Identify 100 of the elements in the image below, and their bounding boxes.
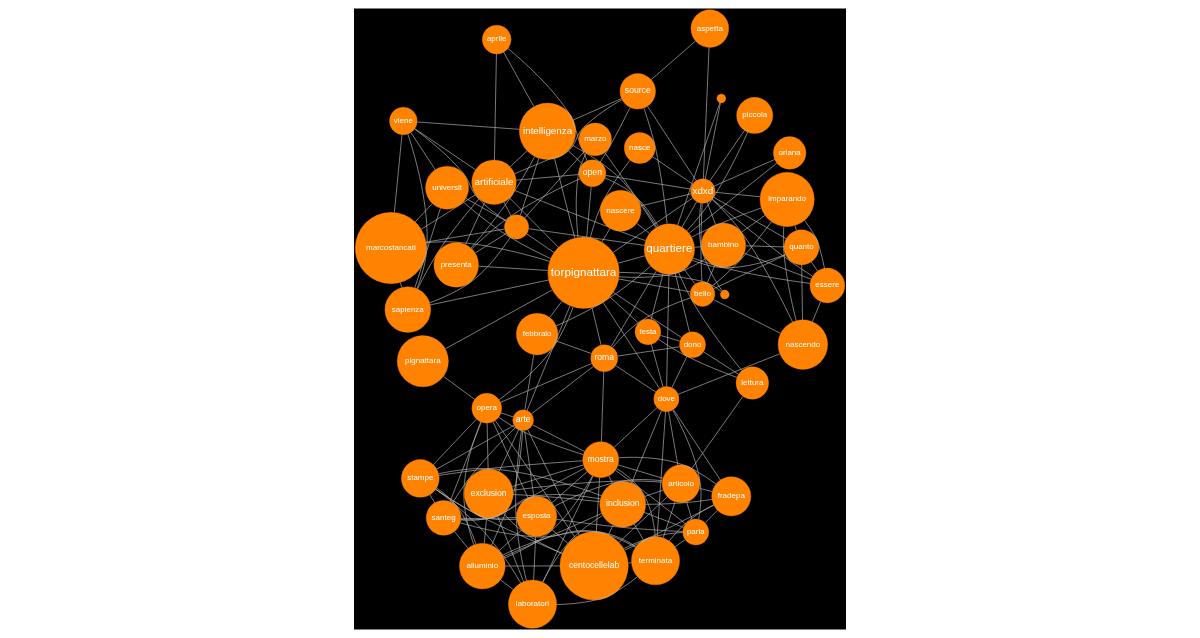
connector bbox=[500, 579, 514, 590]
connector bbox=[520, 157, 540, 216]
connector bbox=[465, 198, 507, 222]
connector bbox=[503, 51, 535, 107]
connector bbox=[394, 134, 403, 213]
connector bbox=[608, 475, 613, 484]
connector bbox=[660, 335, 681, 342]
connector bbox=[435, 488, 522, 584]
connector bbox=[484, 517, 487, 544]
connector bbox=[503, 201, 512, 217]
connector bbox=[551, 471, 588, 504]
connector bbox=[497, 516, 524, 582]
connector bbox=[643, 512, 684, 528]
connector bbox=[601, 371, 605, 442]
connector bbox=[491, 430, 523, 546]
connector bbox=[498, 529, 522, 551]
connector bbox=[533, 536, 536, 581]
connector bbox=[500, 363, 593, 403]
connector bbox=[495, 420, 576, 538]
connector bbox=[674, 539, 686, 547]
connector bbox=[651, 343, 664, 388]
connector bbox=[556, 340, 592, 354]
connector bbox=[686, 501, 693, 520]
connector bbox=[633, 523, 644, 541]
connector bbox=[575, 152, 587, 238]
connector bbox=[656, 411, 666, 537]
connector bbox=[460, 517, 517, 519]
connector bbox=[692, 257, 811, 284]
node-circle: roma bbox=[590, 344, 618, 372]
connector bbox=[711, 198, 813, 277]
connector bbox=[471, 178, 581, 250]
connector bbox=[407, 133, 428, 289]
connector bbox=[443, 376, 475, 400]
connector bbox=[595, 477, 600, 532]
connector bbox=[624, 504, 715, 551]
connector bbox=[684, 269, 696, 285]
connector bbox=[425, 241, 550, 262]
connector bbox=[514, 190, 646, 241]
connector bbox=[504, 565, 561, 567]
connector bbox=[602, 302, 660, 389]
connector bbox=[429, 237, 511, 304]
connector bbox=[494, 53, 497, 161]
connector bbox=[666, 274, 670, 387]
connector bbox=[714, 191, 761, 198]
node-circle bbox=[504, 214, 529, 240]
connector bbox=[414, 128, 507, 222]
connector bbox=[617, 255, 646, 264]
connector bbox=[571, 144, 658, 228]
connector bbox=[703, 47, 710, 180]
connector bbox=[801, 264, 803, 321]
connector bbox=[420, 194, 476, 230]
connector bbox=[436, 425, 515, 470]
connector bbox=[652, 156, 694, 185]
connector bbox=[511, 464, 584, 487]
connector bbox=[528, 228, 645, 246]
connector bbox=[794, 225, 797, 231]
node-circle: quartiere bbox=[644, 223, 695, 275]
connector bbox=[618, 278, 691, 293]
connector bbox=[636, 223, 650, 234]
node-circle: centocellelab bbox=[559, 531, 629, 601]
connector bbox=[745, 245, 785, 248]
connector bbox=[615, 469, 686, 525]
connector bbox=[498, 429, 519, 472]
connector bbox=[650, 40, 696, 80]
node-circle bbox=[716, 93, 726, 104]
connector bbox=[435, 489, 563, 554]
connector bbox=[677, 102, 721, 226]
connector bbox=[567, 150, 583, 165]
connector bbox=[452, 427, 516, 504]
connector bbox=[669, 504, 714, 542]
connector bbox=[707, 265, 715, 283]
connector bbox=[459, 522, 636, 548]
connector bbox=[631, 410, 662, 484]
connector bbox=[804, 220, 825, 269]
connector bbox=[417, 198, 480, 290]
connector bbox=[617, 346, 680, 357]
connector bbox=[783, 226, 797, 321]
connector bbox=[640, 193, 692, 207]
connector bbox=[647, 105, 697, 182]
connector bbox=[694, 246, 702, 248]
connector bbox=[478, 265, 549, 271]
connector bbox=[645, 499, 713, 505]
connector bbox=[515, 174, 580, 181]
connector bbox=[414, 203, 433, 223]
connector bbox=[612, 197, 694, 253]
connector bbox=[549, 300, 563, 318]
node-circle: inclusion bbox=[599, 481, 646, 528]
node-circle: mostra bbox=[582, 441, 619, 478]
node-circle: torpignattara bbox=[547, 236, 620, 309]
connector bbox=[613, 292, 682, 338]
connector bbox=[414, 128, 476, 171]
connector bbox=[515, 430, 527, 582]
connector bbox=[675, 273, 690, 333]
connector bbox=[617, 464, 664, 479]
connector bbox=[498, 306, 574, 401]
connector bbox=[662, 501, 676, 539]
node-circle: arte bbox=[512, 409, 534, 431]
connector bbox=[615, 365, 657, 393]
connector bbox=[526, 233, 555, 253]
connector bbox=[812, 301, 821, 322]
